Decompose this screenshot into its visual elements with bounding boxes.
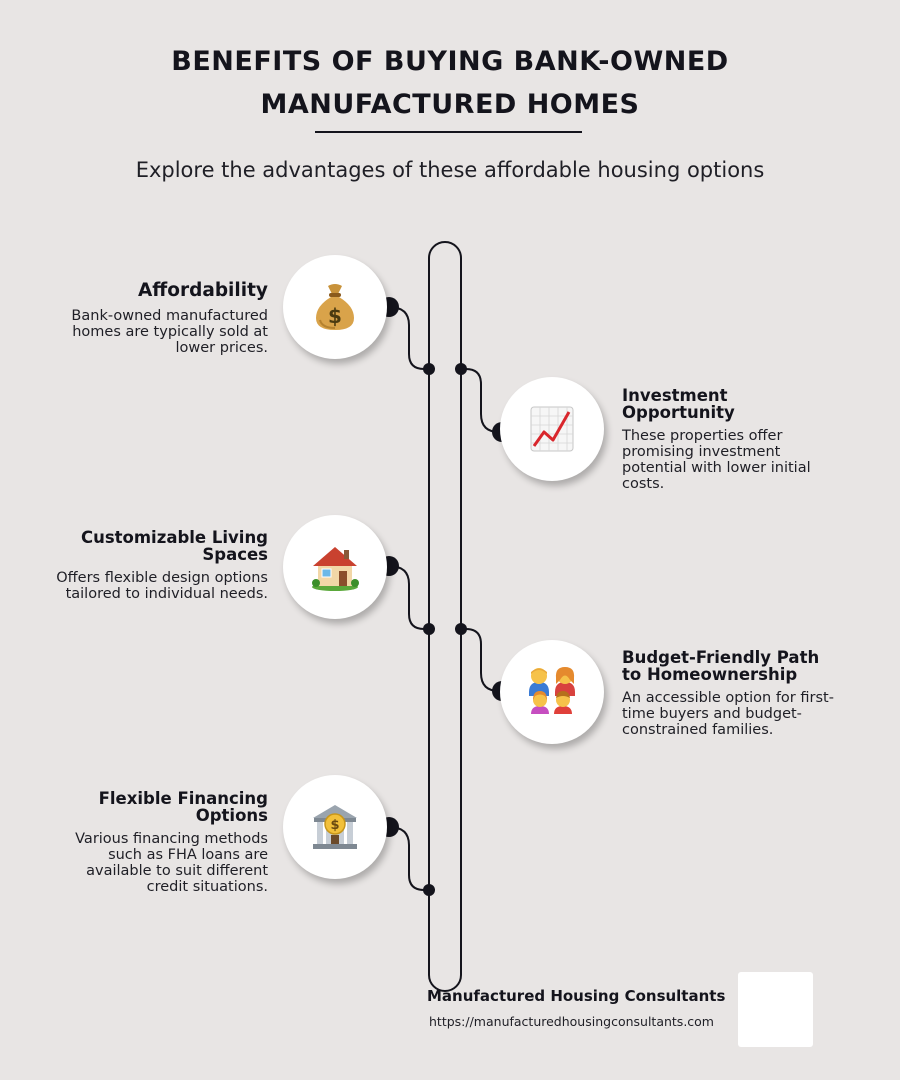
affordability-title: Affordability — [137, 280, 268, 301]
money-bag-icon: $ — [316, 284, 354, 330]
customizable-block: Customizable Living Spaces Offers flexib… — [50, 529, 268, 602]
rail-node-budget — [455, 623, 467, 635]
house-with-garden-icon — [312, 547, 359, 591]
connector-customizable — [388, 565, 429, 630]
investment-icon-circle — [500, 377, 604, 481]
financing-description: Various financing methods such as FHA lo… — [75, 831, 268, 895]
page-title: BENEFITS OF BUYING BANK-OWNED MANUFACTURE… — [0, 40, 900, 126]
financing-icon-circle: $ — [283, 775, 387, 879]
budget-icon-circle — [500, 640, 604, 744]
page-title-line-1: BENEFITS OF BUYING BANK-OWNED — [171, 46, 729, 77]
page-title-line-2: MANUFACTURED HOMES — [260, 89, 640, 120]
svg-text:$: $ — [328, 304, 342, 328]
chart-increasing-icon — [530, 406, 574, 452]
budget-description: An accessible option for first-time buye… — [622, 690, 834, 738]
investment-description: These properties offer promising investm… — [622, 428, 811, 492]
bank-icon: $ — [313, 805, 357, 849]
rail-node-financing — [423, 884, 435, 896]
title-underline — [315, 131, 582, 133]
connector-financing — [388, 826, 429, 891]
footer-logo — [738, 972, 813, 1047]
budget-title: Budget-Friendly Path to Homeownership — [622, 648, 820, 684]
connector-investment — [461, 368, 502, 433]
footer-company-name: Manufactured Housing Consultants — [427, 987, 726, 1005]
affordability-block: Affordability Bank-owned manufactured ho… — [50, 280, 268, 356]
svg-text:$: $ — [330, 818, 339, 833]
customizable-description: Offers flexible design options tailored … — [56, 570, 268, 602]
customizable-icon-circle — [283, 515, 387, 619]
affordability-description: Bank-owned manufactured homes are typica… — [71, 308, 268, 356]
financing-block: Flexible Financing Options Various finan… — [50, 790, 268, 895]
budget-block: Budget-Friendly Path to Homeownership An… — [622, 649, 840, 738]
investment-title: Investment Opportunity — [622, 386, 735, 422]
connector-budget — [461, 628, 502, 692]
rail-node-affordability — [423, 363, 435, 375]
connector-affordability — [388, 306, 429, 370]
footer-url[interactable]: https://manufacturedhousingconsultants.c… — [429, 1014, 714, 1029]
page-subtitle: Explore the advantages of these affordab… — [135, 158, 765, 182]
timeline-rail — [428, 241, 462, 992]
financing-title: Flexible Financing Options — [98, 789, 268, 825]
family-icon — [529, 667, 575, 714]
investment-block: Investment Opportunity These properties … — [622, 387, 840, 492]
rail-node-customizable — [423, 623, 435, 635]
affordability-icon-circle: $ — [283, 255, 387, 359]
rail-node-investment — [455, 363, 467, 375]
customizable-title: Customizable Living Spaces — [80, 528, 268, 564]
